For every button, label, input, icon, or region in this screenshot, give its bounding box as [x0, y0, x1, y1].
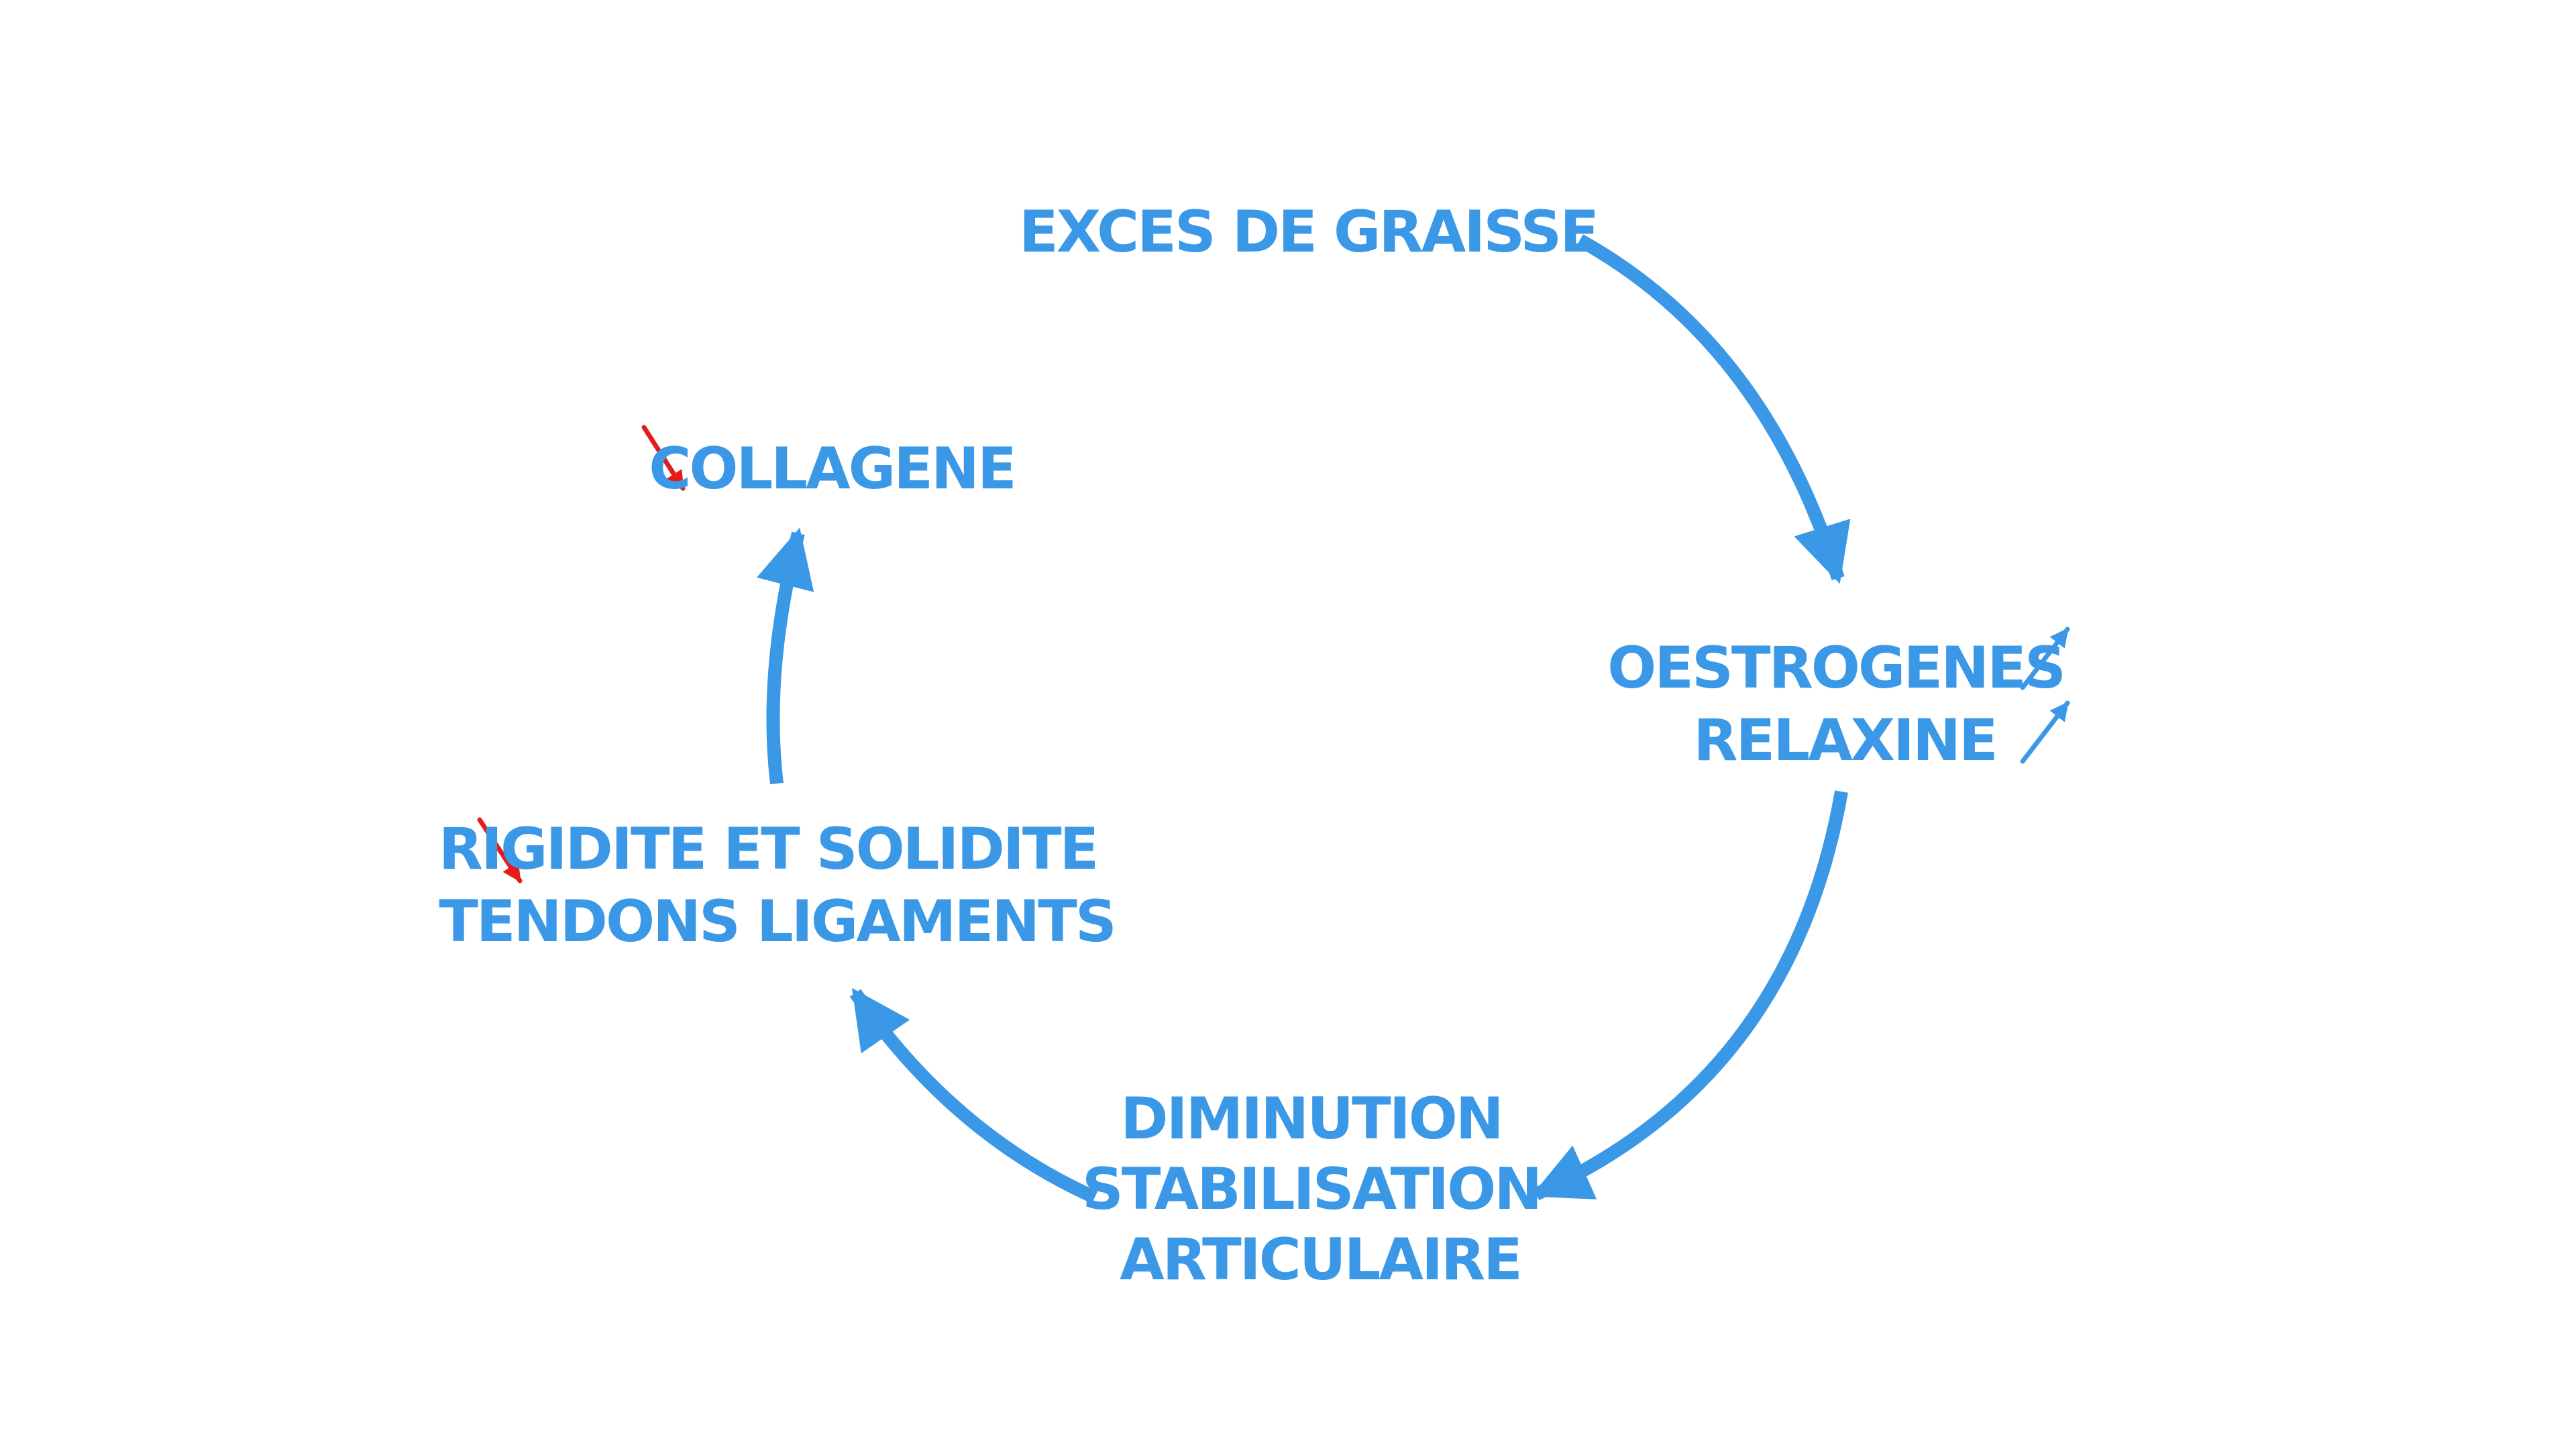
node-tendon-rigidity-line: RIGIDITE ET SOLIDITE [439, 816, 1097, 883]
cycle-arrow-stabilization-to-rigidity [849, 987, 1098, 1204]
node-hormones-line: OESTROGENES [1607, 635, 2064, 702]
node-tendon-rigidity: RIGIDITE ET SOLIDITE TENDONS LIGAMENTS [439, 816, 1116, 955]
node-collagen: COLLAGENE [649, 435, 1014, 502]
node-collagen-line: COLLAGENE [649, 435, 1014, 502]
node-tendon-rigidity-line: TENDONS LIGAMENTS [439, 888, 1115, 955]
relaxin-increase-arrow-icon [2020, 700, 2070, 764]
node-hormones: OESTROGENES RELAXINE [1607, 635, 2082, 774]
node-joint-stabilization: DIMINUTION STABILISATION ARTICULAIRE [1082, 1085, 1558, 1293]
node-fat-excess: EXCES DE GRAISSE [1019, 199, 1597, 266]
node-fat-excess-line: EXCES DE GRAISSE [1019, 199, 1597, 266]
node-joint-stabilization-line: ARTICULAIRE [1120, 1226, 1521, 1293]
cycle-arrow-hormones-to-stabilization [1530, 790, 1848, 1201]
node-joint-stabilization-line: DIMINUTION [1120, 1085, 1502, 1152]
collagen-decrease-arrow-icon [641, 425, 686, 491]
cycle-arrow-rigidity-to-collagen [756, 527, 814, 785]
node-hormones-line: RELAXINE [1693, 707, 1996, 774]
rigidity-decrease-arrow-icon [477, 817, 523, 883]
oestrogen-increase-arrow-icon [2020, 627, 2070, 690]
node-joint-stabilization-line: STABILISATION [1082, 1156, 1540, 1223]
cycle-arrow-fat-to-hormones [1576, 234, 1851, 584]
